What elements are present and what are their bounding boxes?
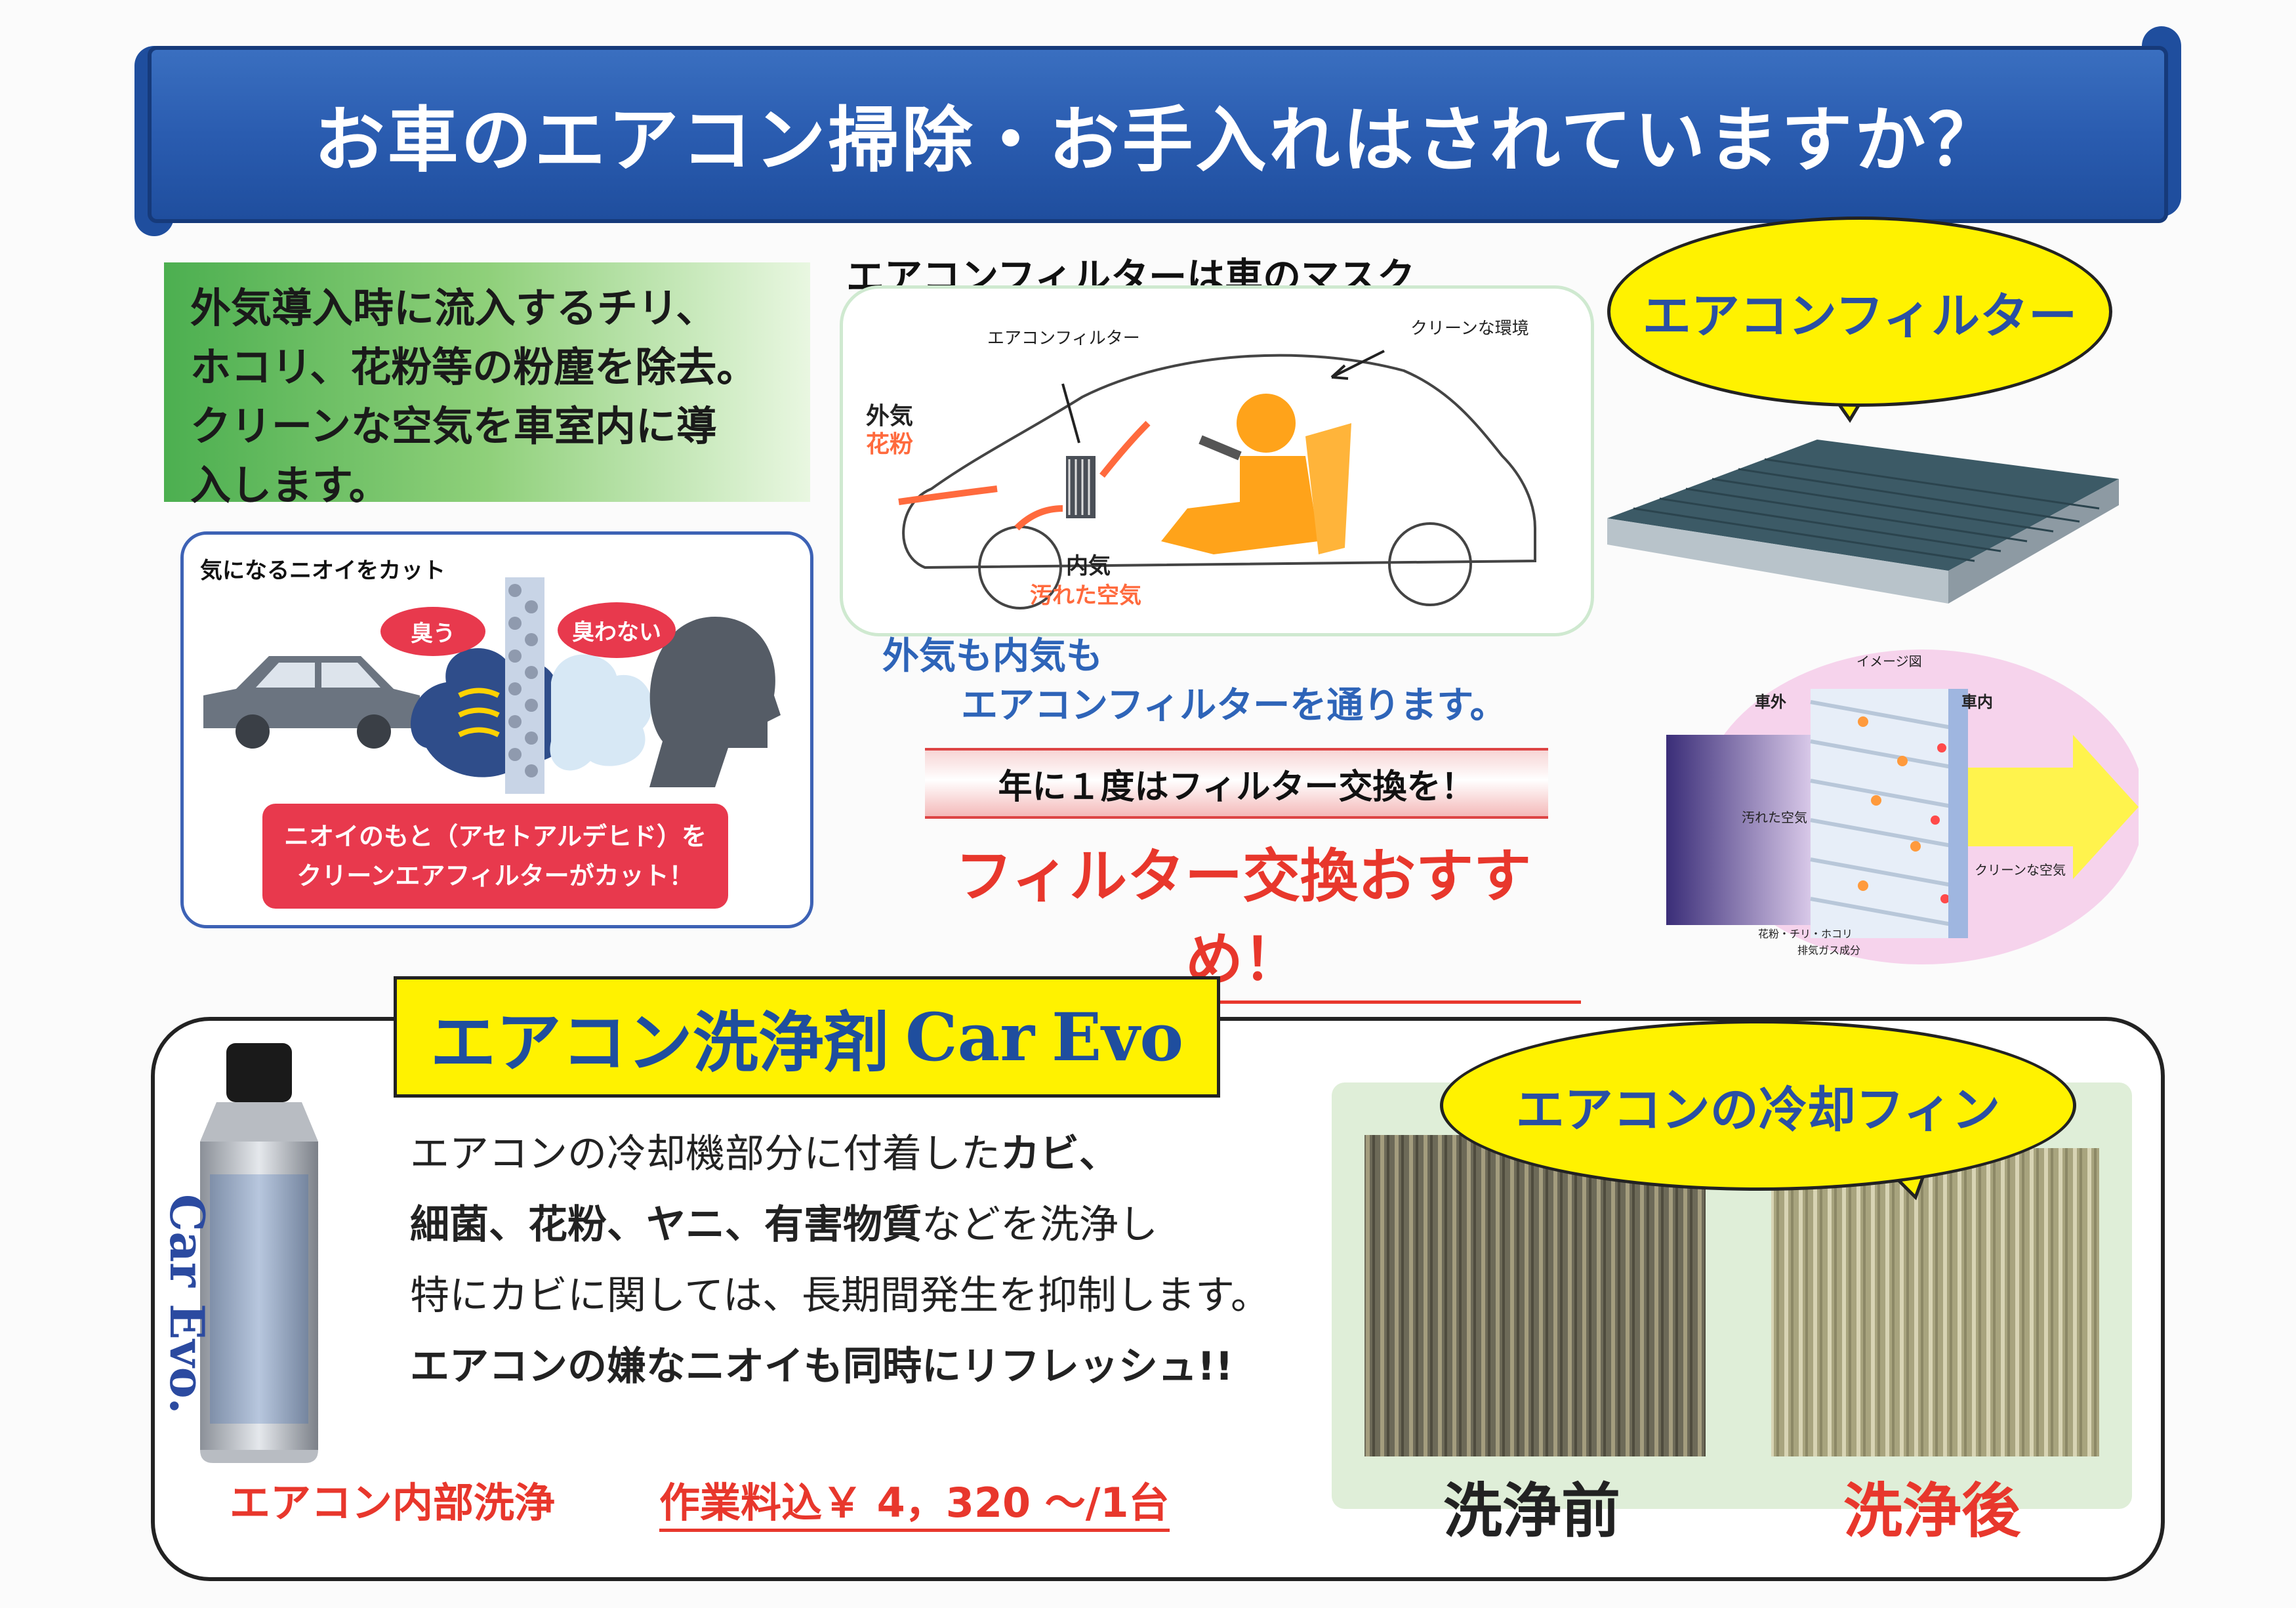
odor-message: ニオイのもと（アセトアルデヒド）を クリーンエアフィルターがカット！: [262, 804, 728, 909]
label-car-outside: 車外: [1755, 693, 1786, 711]
legend-pollen: 花粉・チリ・ホコリ: [1758, 928, 1853, 940]
label-filter: エアコンフィルター: [987, 329, 1140, 348]
desc-line-1-b: カビ、: [1000, 1131, 1118, 1177]
desc-line-2-b: などを洗浄し: [922, 1202, 1158, 1248]
pass-text-line2: エアコンフィルターを通ります。: [961, 684, 1507, 727]
before-cleaning-label: 洗浄前: [1443, 1477, 1620, 1546]
desc-line-4: エアコンの嫌なニオイも同時にリフレッシュ!!: [410, 1344, 1233, 1390]
product-bottle-image: [200, 1043, 318, 1463]
cooling-fin-photos: [1364, 1122, 2099, 1456]
product-label-evo: Evo: [1052, 998, 1184, 1076]
cabin-filter-image: [1607, 440, 2119, 604]
product-description: エアコンの冷却機部分に付着したカビ、 細菌、花粉、ヤニ、有害物質などを洗浄し 特…: [410, 1119, 1270, 1402]
after-cleaning-label: 洗浄後: [1843, 1477, 2020, 1546]
product-label-jp: エアコン洗浄剤: [430, 1004, 890, 1081]
recommend-text: フィルター交換おすすめ！: [905, 830, 1581, 1004]
page-title: お車のエアコン掃除・お手入れはされていますか？: [314, 100, 2002, 182]
label-pollen: 花粉: [866, 431, 914, 458]
yearly-replace-banner: 年に１度はフィルター交換を！: [925, 748, 1548, 819]
head-icon: [649, 617, 781, 787]
title-banner: [148, 46, 2168, 223]
image-diagram-title: イメージ図: [1856, 653, 1922, 669]
legend-exhaust: 排気ガス成分: [1797, 944, 1861, 957]
product-label: エアコン洗浄剤 Car Evo: [394, 976, 1220, 1098]
intro-line: クリーンな空気を車室内に導: [190, 402, 717, 450]
desc-line-1: エアコンの冷却機部分に付着したカビ、: [410, 1119, 1270, 1189]
label-dirty-air: 汚れた空気: [1030, 583, 1141, 609]
not-smelly-bubble: 臭わない: [558, 602, 676, 658]
fin-bubble: エアコンの冷却フィン: [1440, 1020, 2076, 1191]
bottle-brand-text: Car Evo.: [159, 1194, 215, 1414]
desc-line-2: 細菌、花粉、ヤニ、有害物質などを洗浄し: [410, 1189, 1270, 1260]
label-outside-air: 外気: [866, 403, 914, 430]
pass-text-line1: 外気も内気も: [882, 635, 1103, 678]
product-label-car: Car: [905, 998, 1035, 1076]
desc-line-3: 特にカビに関しては、長期間発生を抑制します。: [410, 1273, 1270, 1319]
label-dirty-air-diagram: 汚れた空気: [1742, 810, 1807, 825]
intro-line: 外気導入時に流入するチリ、: [190, 284, 717, 332]
car-cutaway-diagram: [898, 350, 1536, 609]
odor-title: 気になるニオイをカット: [200, 558, 445, 584]
intro-panel: [164, 262, 810, 502]
label-clean-air-diagram: クリーンな空気: [1975, 862, 2066, 878]
intro-line: 入します。: [190, 461, 390, 509]
odor-message-line: クリーンエアフィルターがカット！: [297, 861, 694, 890]
label-clean-env: クリーンな環境: [1410, 319, 1529, 339]
car-icon: [203, 656, 420, 749]
service-name: エアコン内部洗浄: [230, 1479, 556, 1527]
filter-bubble: エアコンフィルター: [1607, 216, 2112, 407]
label-inside-air: 内気: [1066, 553, 1111, 579]
driver-icon: [1161, 394, 1351, 554]
intro-line: ホコリ、花粉等の粉塵を除去。: [190, 343, 758, 391]
filter-cross-section-image: [1666, 649, 2139, 964]
label-car-inside: 車内: [1961, 693, 1993, 711]
odor-message-line: ニオイのもと（アセトアルデヒド）を: [283, 822, 707, 851]
desc-line-2-a: 細菌、花粉、ヤニ、有害物質: [410, 1202, 922, 1248]
odor-illustration: [203, 577, 781, 794]
smelly-bubble: 臭う: [380, 607, 485, 656]
service-price: 作業料込￥ 4，320 ～/1台: [659, 1470, 1170, 1532]
desc-line-1-a: エアコンの冷却機部分に付着した: [410, 1131, 1000, 1177]
intro-text: 外気導入時に流入するチリ、 ホコリ、花粉等の粉塵を除去。 クリーンな空気を車室内…: [190, 279, 794, 515]
